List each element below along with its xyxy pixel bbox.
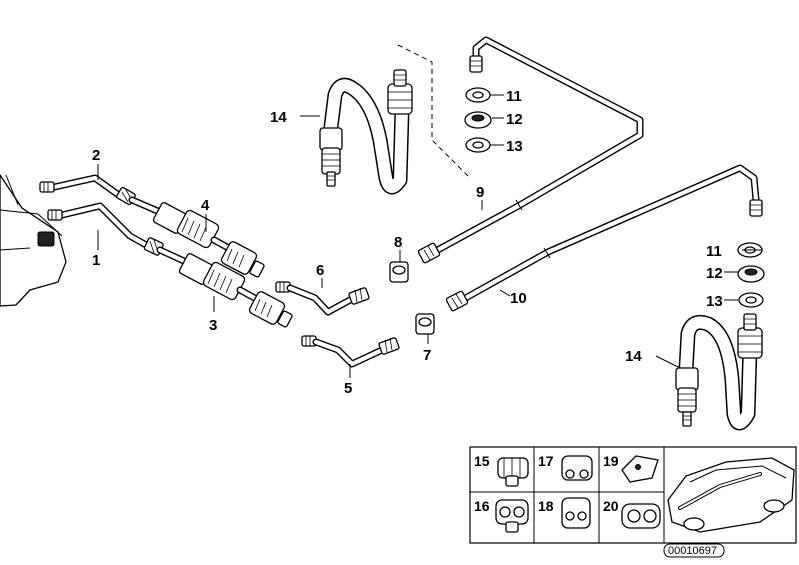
document-number-text: 00010697: [668, 545, 717, 557]
clip-20-icon: [621, 503, 661, 529]
callout-12-upper: 12: [506, 111, 523, 128]
clip-19-icon: [621, 455, 659, 483]
callout-5: 5: [344, 380, 352, 397]
callout-13-lower: 13: [706, 293, 723, 310]
document-number: 00010697: [663, 543, 725, 558]
master-cylinder-unit: [0, 173, 67, 307]
clip-18-icon: [561, 497, 591, 529]
connector-3: [156, 246, 293, 328]
washer-13-upper: [465, 137, 491, 153]
clip-17-icon: [561, 455, 593, 481]
sealing-ring-12-upper: [464, 111, 492, 129]
inset-cell-19: 19: [603, 453, 659, 483]
inset-number-15: 15: [474, 453, 490, 469]
sealing-ring-12-lower: [737, 265, 765, 283]
inset-number-17: 17: [538, 453, 554, 469]
washer-11-upper: [465, 87, 491, 103]
inset-cell-15: 15: [474, 453, 529, 487]
callout-1: 1: [92, 252, 100, 269]
union-nut-8: [389, 261, 409, 283]
washer-13-lower: [738, 292, 764, 308]
clip-16-icon: [495, 499, 529, 533]
clip-15-icon: [497, 457, 529, 487]
callout-14-lower: 14: [625, 348, 642, 365]
callout-3: 3: [209, 317, 217, 334]
callout-13-upper: 13: [506, 138, 523, 155]
callout-8: 8: [394, 234, 402, 251]
inset-number-16: 16: [474, 498, 490, 514]
brake-pipe-5: [301, 335, 400, 368]
callout-numbers: 1 2 3 4 5 6 7 8 9 10 14 11 12 13 11 12 1…: [92, 88, 723, 397]
brake-pipe-6: [275, 281, 370, 316]
car-overview-icon: [667, 457, 795, 533]
inset-cell-17: 17: [538, 453, 593, 481]
dashed-guide-upper: [397, 44, 471, 179]
callout-6: 6: [316, 262, 324, 279]
callout-10: 10: [510, 290, 527, 307]
callout-2: 2: [92, 147, 100, 164]
brake-hose-14-upper: [319, 69, 413, 195]
callout-12-lower: 12: [706, 265, 723, 282]
union-nut-7: [415, 313, 435, 335]
inset-panel: 15 17 19 16: [469, 446, 797, 544]
pipe-2-fitting-left: [39, 181, 55, 193]
brake-hose-14-lower: [675, 313, 763, 431]
inset-cell-18: 18: [538, 497, 591, 529]
brake-pipe-9: [417, 36, 644, 264]
brake-pipe-10: [445, 164, 763, 312]
callout-14-upper: 14: [270, 109, 287, 126]
inset-number-19: 19: [603, 453, 619, 469]
callout-11-lower: 11: [706, 243, 722, 260]
connector-4: [128, 196, 265, 278]
inset-number-18: 18: [538, 498, 554, 514]
callout-9: 9: [476, 184, 484, 201]
inset-number-20: 20: [603, 498, 619, 514]
callout-7: 7: [423, 347, 431, 364]
brake-pipe-2: [39, 174, 136, 206]
inset-cell-20: 20: [603, 498, 661, 529]
callout-11-upper: 11: [506, 88, 522, 105]
leader-lines: [97, 94, 762, 378]
brake-pipe-1: [47, 202, 164, 256]
callout-4: 4: [201, 197, 210, 214]
inset-cell-16: 16: [474, 498, 529, 533]
